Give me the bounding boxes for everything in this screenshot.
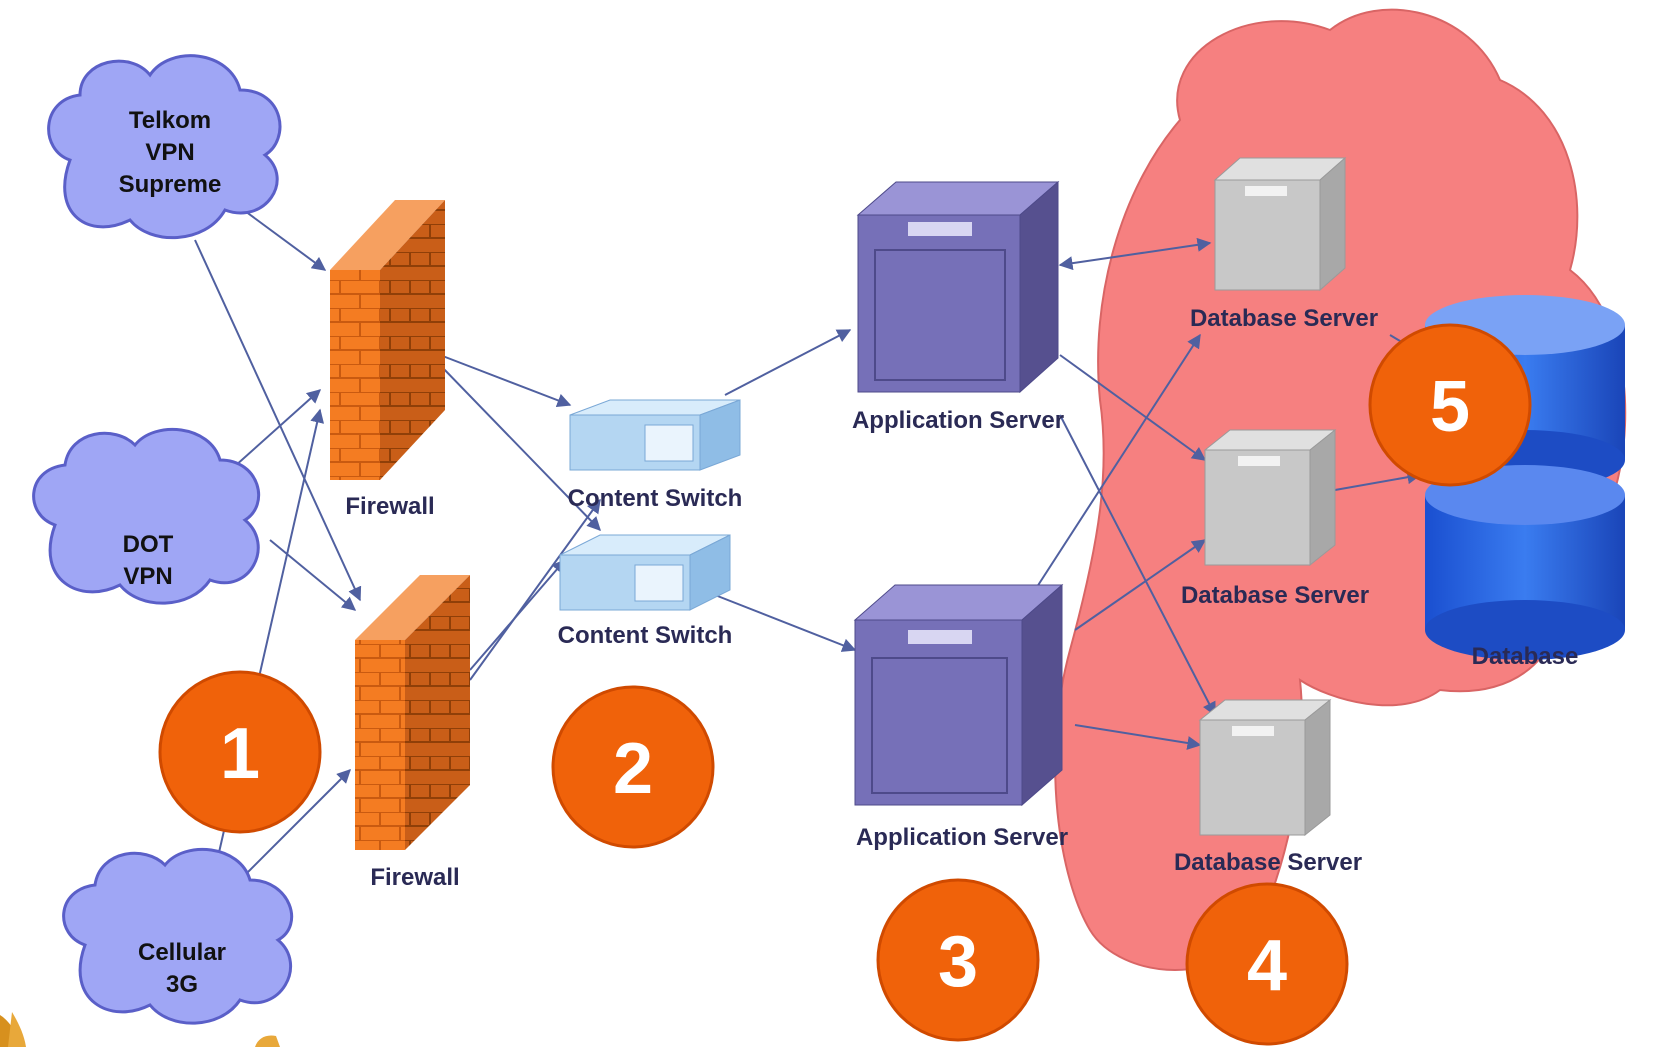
marker-circle [876,878,1040,1042]
cloud-dot-vpn: DOT VPN [32,427,261,605]
link [194,239,362,602]
marker-number: 2 [613,729,653,809]
marker-2: 2 [551,685,715,849]
cloud-label: 3G [166,971,198,998]
db-server-label: Database Server [1190,305,1378,332]
marker-circle [1185,882,1349,1046]
link [224,389,322,476]
link [439,364,601,532]
marker-number: 4 [1247,926,1287,1006]
cloud-telkom-vpn: Telkom VPN Supreme [47,54,282,240]
link [1059,414,1216,717]
logo-fragment [0,1012,280,1047]
switch-label: Content Switch [558,622,733,649]
database-server-1: Database Server [1190,156,1378,332]
marker-4: 4 [1185,882,1349,1046]
marker-number: 1 [220,714,260,794]
server-label: Application Server [856,824,1068,851]
content-switch-top: Content Switch [568,399,743,512]
cloud-shape [47,54,282,240]
marker-5: 5 [1368,323,1532,487]
link [439,354,572,408]
link [1059,354,1207,461]
marker-circle [158,670,322,834]
application-server-bottom: Application Server [853,583,1068,851]
marker-1: 1 [158,670,322,834]
marker-3: 3 [876,878,1040,1042]
cloud-label: VPN [145,139,194,166]
link [469,498,601,681]
marker-number: 3 [938,922,978,1002]
switch-label: Content Switch [568,485,743,512]
link [269,539,357,611]
link [239,769,351,881]
cloud-label: Supreme [119,171,222,198]
link [1074,724,1202,750]
content-switch-bottom: Content Switch [558,534,733,649]
application-server-top: Application Server [852,180,1064,434]
firewall-icon [330,270,380,480]
cloud-label: VPN [123,563,172,590]
link [1074,539,1207,631]
connection-links [194,199,1442,881]
database-label: Database [1472,643,1579,670]
marker-circle [551,685,715,849]
link [1334,470,1422,491]
database: Database [1425,295,1625,670]
database-server-2: Database Server [1181,428,1369,609]
cloud-label: Cellular [138,939,226,966]
cloud-label: DOT [123,531,174,558]
firewall-label: Firewall [345,493,434,520]
db-server-label: Database Server [1174,849,1362,876]
cloud-shape [32,427,261,605]
link [714,594,857,652]
firewall-label: Firewall [370,864,459,891]
marker-circle [1368,323,1532,487]
link [724,329,852,396]
link [1034,333,1201,591]
db-server-label: Database Server [1181,582,1369,609]
firewall-icon [355,640,405,850]
db-server-icon [1204,449,1311,566]
cloud-shape [62,847,294,1025]
db-server-icon [1214,179,1321,291]
db-server-icon [1199,719,1306,836]
database-server-3: Database Server [1174,698,1362,876]
server-label: Application Server [852,407,1064,434]
marker-number: 5 [1430,367,1470,447]
firewall-bottom: Firewall [355,575,470,891]
cloud-label: Telkom [129,107,211,134]
firewall-top: Firewall [330,200,445,520]
server-icon [854,619,1023,806]
link [1058,237,1212,271]
server-icon [857,214,1021,393]
cloud-cellular-3g: Cellular 3G [62,847,294,1025]
